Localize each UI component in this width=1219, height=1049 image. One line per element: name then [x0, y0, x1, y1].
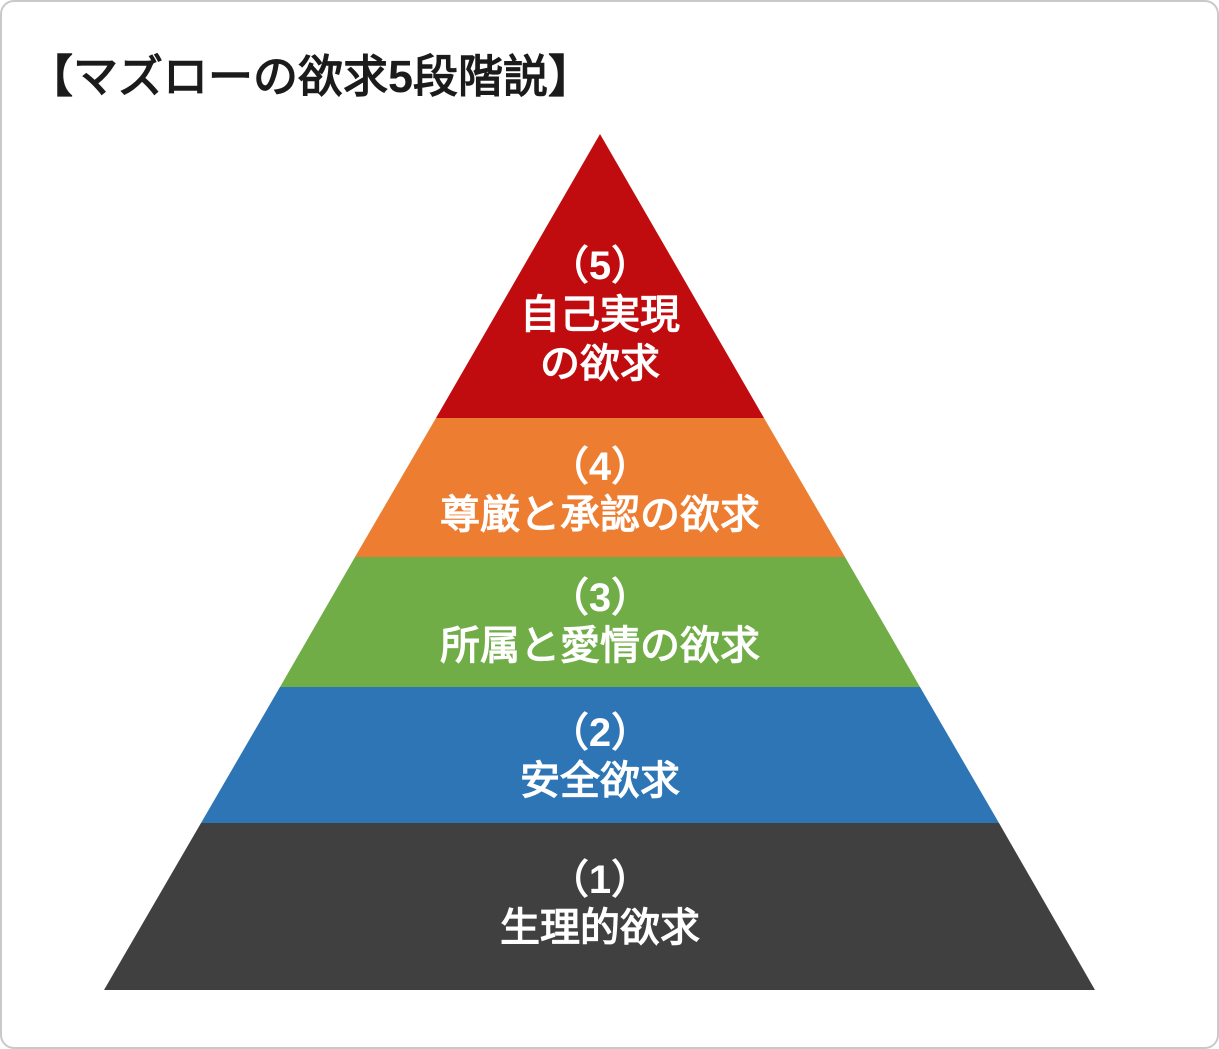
tier-2-text-line-1: 安全欲求: [520, 759, 680, 803]
tier-4-text-line-1: 尊厳と承認の欲求: [440, 493, 760, 537]
tier-5-shape: [436, 134, 764, 418]
tier-4-number: （4）: [548, 445, 652, 489]
tier-3-number: （3）: [548, 576, 652, 620]
tier-5-text-line-2: の欲求: [540, 342, 660, 386]
page-title: 【マズローの欲求5段階説】: [28, 51, 594, 102]
tier-3-label: （3） 所属と愛情の欲求: [440, 574, 760, 670]
tier-3-text-line-1: 所属と愛情の欲求: [440, 624, 760, 668]
tier-4-label: （4） 尊厳と承認の欲求: [440, 443, 760, 539]
tier-2-shape: [201, 687, 999, 823]
tier-1-number: （1）: [548, 858, 652, 902]
tier-5-label: （5） 自己実現 の欲求: [520, 242, 680, 389]
tier-1-text-line-1: 生理的欲求: [500, 906, 700, 950]
tier-3-shape: [280, 557, 920, 687]
tier-5-number: （5）: [548, 244, 652, 288]
tier-2-label: （2） 安全欲求: [520, 709, 680, 805]
tier-5-text-line-1: 自己実現: [520, 293, 680, 337]
tier-1-label: （1） 生理的欲求: [500, 856, 700, 952]
tier-4-shape: [355, 418, 845, 557]
tier-1-shape: [104, 823, 1095, 990]
tier-2-number: （2）: [548, 711, 652, 755]
